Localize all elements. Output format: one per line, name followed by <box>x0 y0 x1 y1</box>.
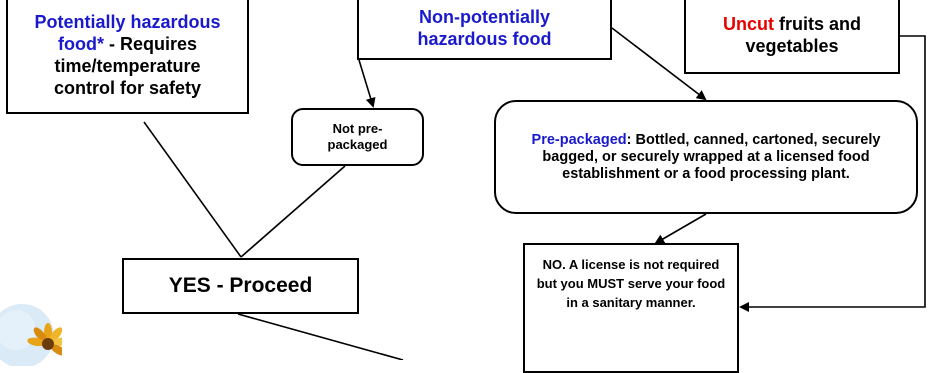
nphf-line1: Non-potentially <box>419 7 550 27</box>
no-text: NO. A license is not required but you MU… <box>536 257 726 310</box>
no-license-box: NO. A license is not required but you MU… <box>523 243 739 373</box>
prepackaged-box: Pre-packaged: Bottled, canned, cartoned,… <box>494 100 918 214</box>
uncut-line1-rest: fruits and <box>773 14 861 34</box>
yes-text: YES - Proceed <box>168 274 313 297</box>
flower-logo-icon <box>0 304 62 366</box>
line-notpre-to-yes <box>240 165 346 258</box>
arrow-nphf-to-prepack <box>611 27 707 101</box>
not-prepackaged-box: Not pre- packaged <box>291 108 424 166</box>
phf-requires: - Requires <box>103 34 197 54</box>
phf-line3: time/temperature <box>54 56 201 76</box>
phf-line4: control for safety <box>53 78 201 98</box>
uncut-word: Uncut <box>722 14 774 34</box>
prepack-text: : Bottled, canned, cartoned, securely ba… <box>542 131 881 182</box>
line-yes-down <box>237 313 404 360</box>
arrow-nphf-to-notpre <box>358 59 376 108</box>
arrow-prepack-to-no <box>654 213 707 245</box>
not-pre-line1: Not pre- <box>332 121 383 136</box>
line-phf-to-yes <box>143 121 242 258</box>
prepack-label: Pre-packaged <box>531 131 627 148</box>
nphf-line2: hazardous food <box>417 29 552 49</box>
uncut-line2: vegetables <box>745 36 839 56</box>
yes-proceed-box: YES - Proceed <box>122 258 359 314</box>
uncut-fruits-box: Uncut fruits and vegetables <box>684 0 900 74</box>
arrow-uncut-to-no <box>739 35 926 312</box>
phf-line1: Potentially hazardous <box>34 12 221 32</box>
not-pre-line2: packaged <box>327 137 388 152</box>
connectors <box>143 27 926 360</box>
phf-food-label: food* <box>57 34 104 54</box>
non-potentially-hazardous-food-box: Non-potentially hazardous food <box>357 0 612 60</box>
potentially-hazardous-food-box: Potentially hazardous food* - Requires t… <box>6 0 249 114</box>
